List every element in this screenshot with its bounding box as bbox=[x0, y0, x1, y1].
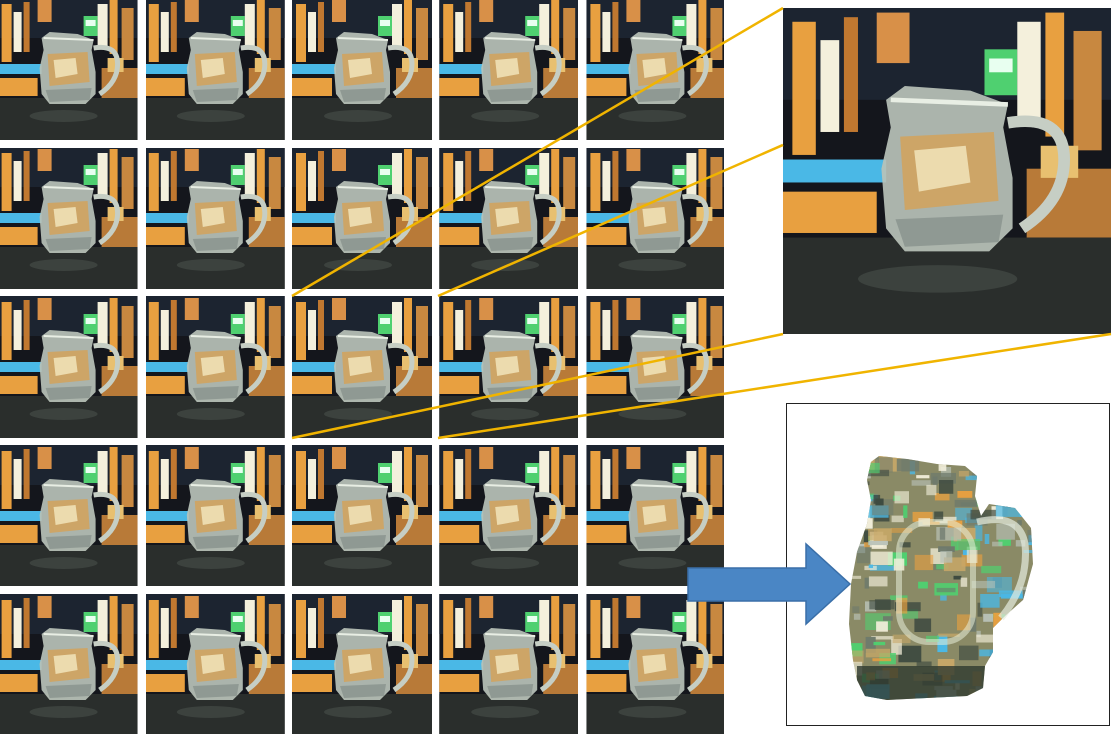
light-field-view-thumbnail bbox=[292, 0, 432, 142]
light-field-view-thumbnail bbox=[146, 296, 286, 438]
light-field-view-thumbnail bbox=[292, 148, 432, 290]
light-field-view-thumbnail bbox=[292, 444, 432, 586]
light-field-view-thumbnail bbox=[0, 148, 140, 290]
light-field-view-thumbnail bbox=[584, 148, 724, 290]
light-field-view-thumbnail bbox=[146, 0, 286, 142]
light-field-view-thumbnail bbox=[0, 444, 140, 586]
segmented-pitcher-image bbox=[849, 456, 1033, 700]
light-field-view-thumbnail bbox=[584, 592, 724, 734]
light-field-view-thumbnail bbox=[146, 592, 286, 734]
light-field-view-thumbnail bbox=[584, 296, 724, 438]
light-field-view-thumbnail bbox=[0, 296, 140, 438]
light-field-view-thumbnail bbox=[438, 592, 578, 734]
light-field-view-thumbnail bbox=[438, 296, 578, 438]
light-field-view-thumbnail bbox=[292, 296, 432, 438]
segmented-result-panel bbox=[786, 403, 1110, 726]
zoomed-view-image bbox=[783, 8, 1111, 334]
light-field-view-thumbnail bbox=[0, 592, 140, 734]
light-field-view-thumbnail bbox=[438, 0, 578, 142]
light-field-view-thumbnail bbox=[146, 444, 286, 586]
light-field-view-thumbnail bbox=[438, 444, 578, 586]
light-field-grid bbox=[0, 0, 732, 738]
light-field-view-thumbnail bbox=[292, 592, 432, 734]
light-field-view-thumbnail bbox=[584, 0, 724, 142]
light-field-view-thumbnail bbox=[584, 444, 724, 586]
light-field-view-thumbnail bbox=[146, 148, 286, 290]
light-field-view-thumbnail bbox=[0, 0, 140, 142]
light-field-view-thumbnail bbox=[438, 148, 578, 290]
